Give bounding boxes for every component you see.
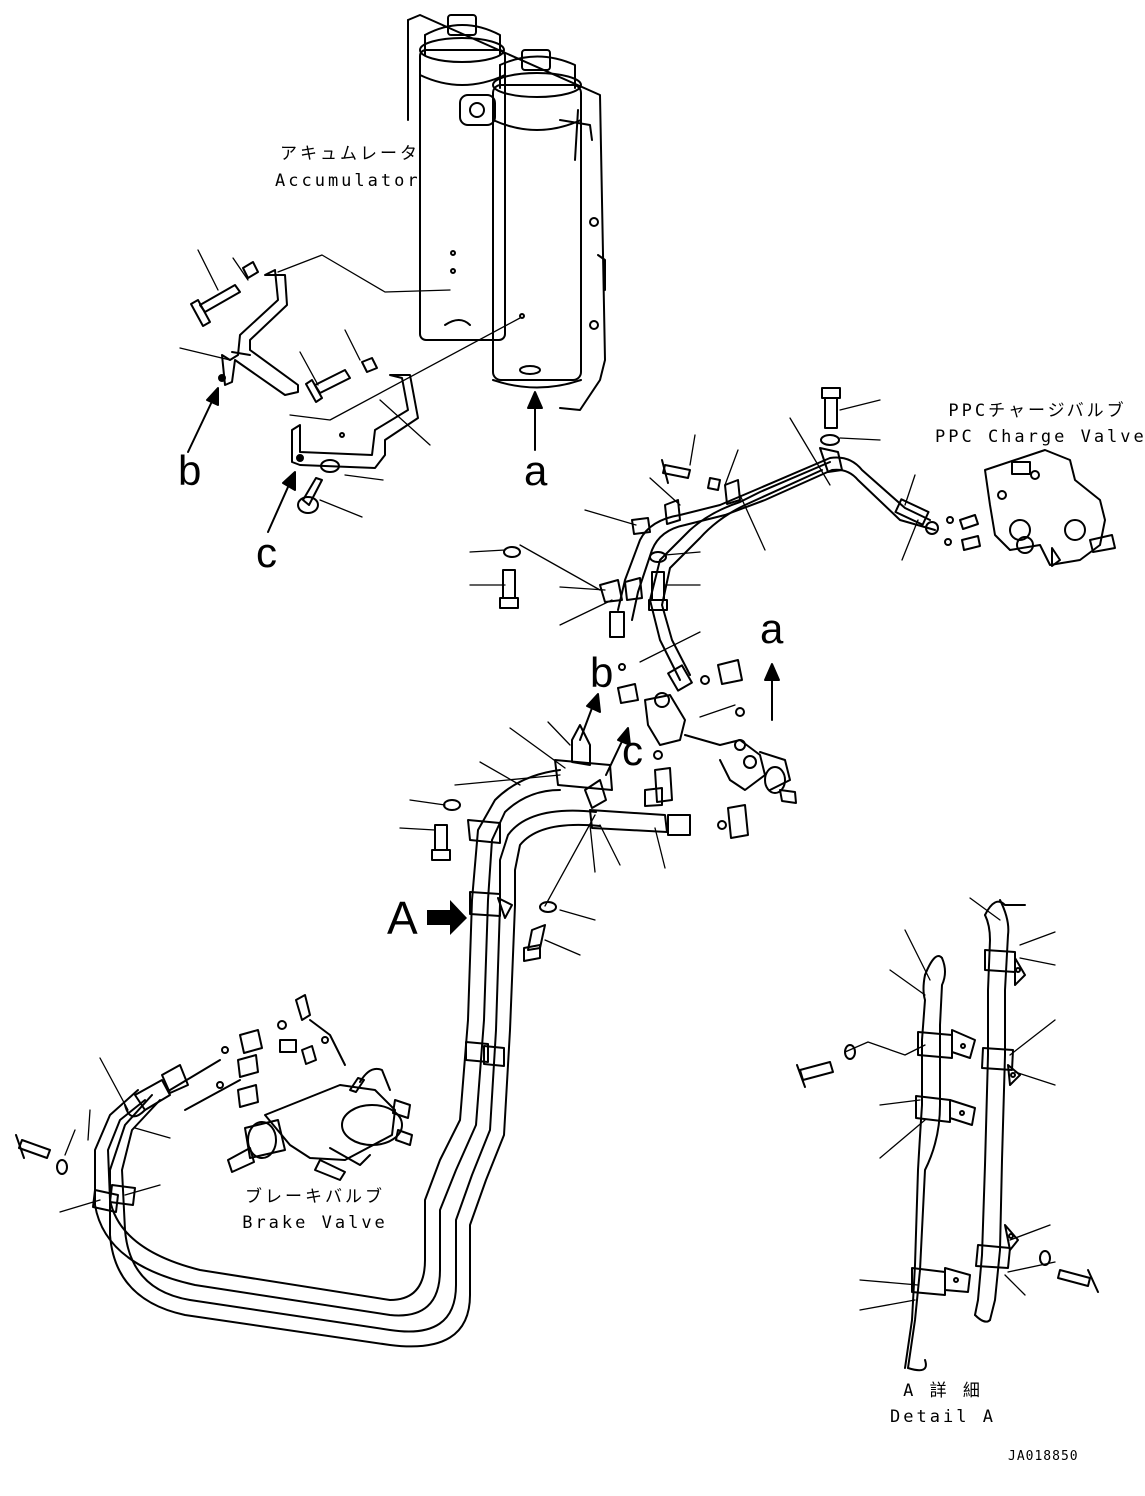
view-letter-a: A (387, 892, 418, 944)
ppc-valve-label-en: PPC Charge Valve (935, 427, 1145, 447)
reference-arrows (187, 387, 780, 935)
brake-valve-label-en: Brake Valve (242, 1213, 388, 1233)
detail-a-label-jp: A 詳 細 (903, 1381, 983, 1401)
ref-letter-c-bracket: c (256, 529, 277, 576)
bracket-b (218, 269, 299, 396)
brake-valve-drawing (169, 994, 413, 1181)
brake-valve-label-jp: ブレーキバルブ (245, 1187, 385, 1207)
ref-letter-b-bracket: b (178, 447, 202, 494)
accumulator-label-en: Accumulator (275, 171, 421, 191)
ppc-valve-label-jp: PPCチャージバルブ (948, 401, 1127, 421)
drawing-number: JA018850 (1008, 1449, 1079, 1464)
main-hoses (92, 724, 691, 1348)
junction-fittings (617, 659, 797, 839)
hose-hardware (15, 799, 557, 1175)
bracket-c (291, 374, 419, 469)
accumulator-label-jp: アキュムレータ (280, 144, 420, 164)
ppc-tubes (599, 447, 939, 692)
ref-letter-a-accumulator: a (524, 447, 548, 494)
ref-letter-c-junction: c (622, 727, 643, 774)
detail-a-label-en: Detail A (890, 1407, 996, 1427)
accumulator-drawing (407, 14, 606, 411)
ppc-hardware (499, 387, 841, 611)
ppc-charge-valve-drawing (944, 449, 1116, 567)
ref-letter-b-junction: b (590, 649, 614, 696)
detail-a-drawing (796, 899, 1099, 1372)
ref-letter-a-junction: a (760, 605, 784, 652)
bracket-hardware (190, 261, 378, 514)
